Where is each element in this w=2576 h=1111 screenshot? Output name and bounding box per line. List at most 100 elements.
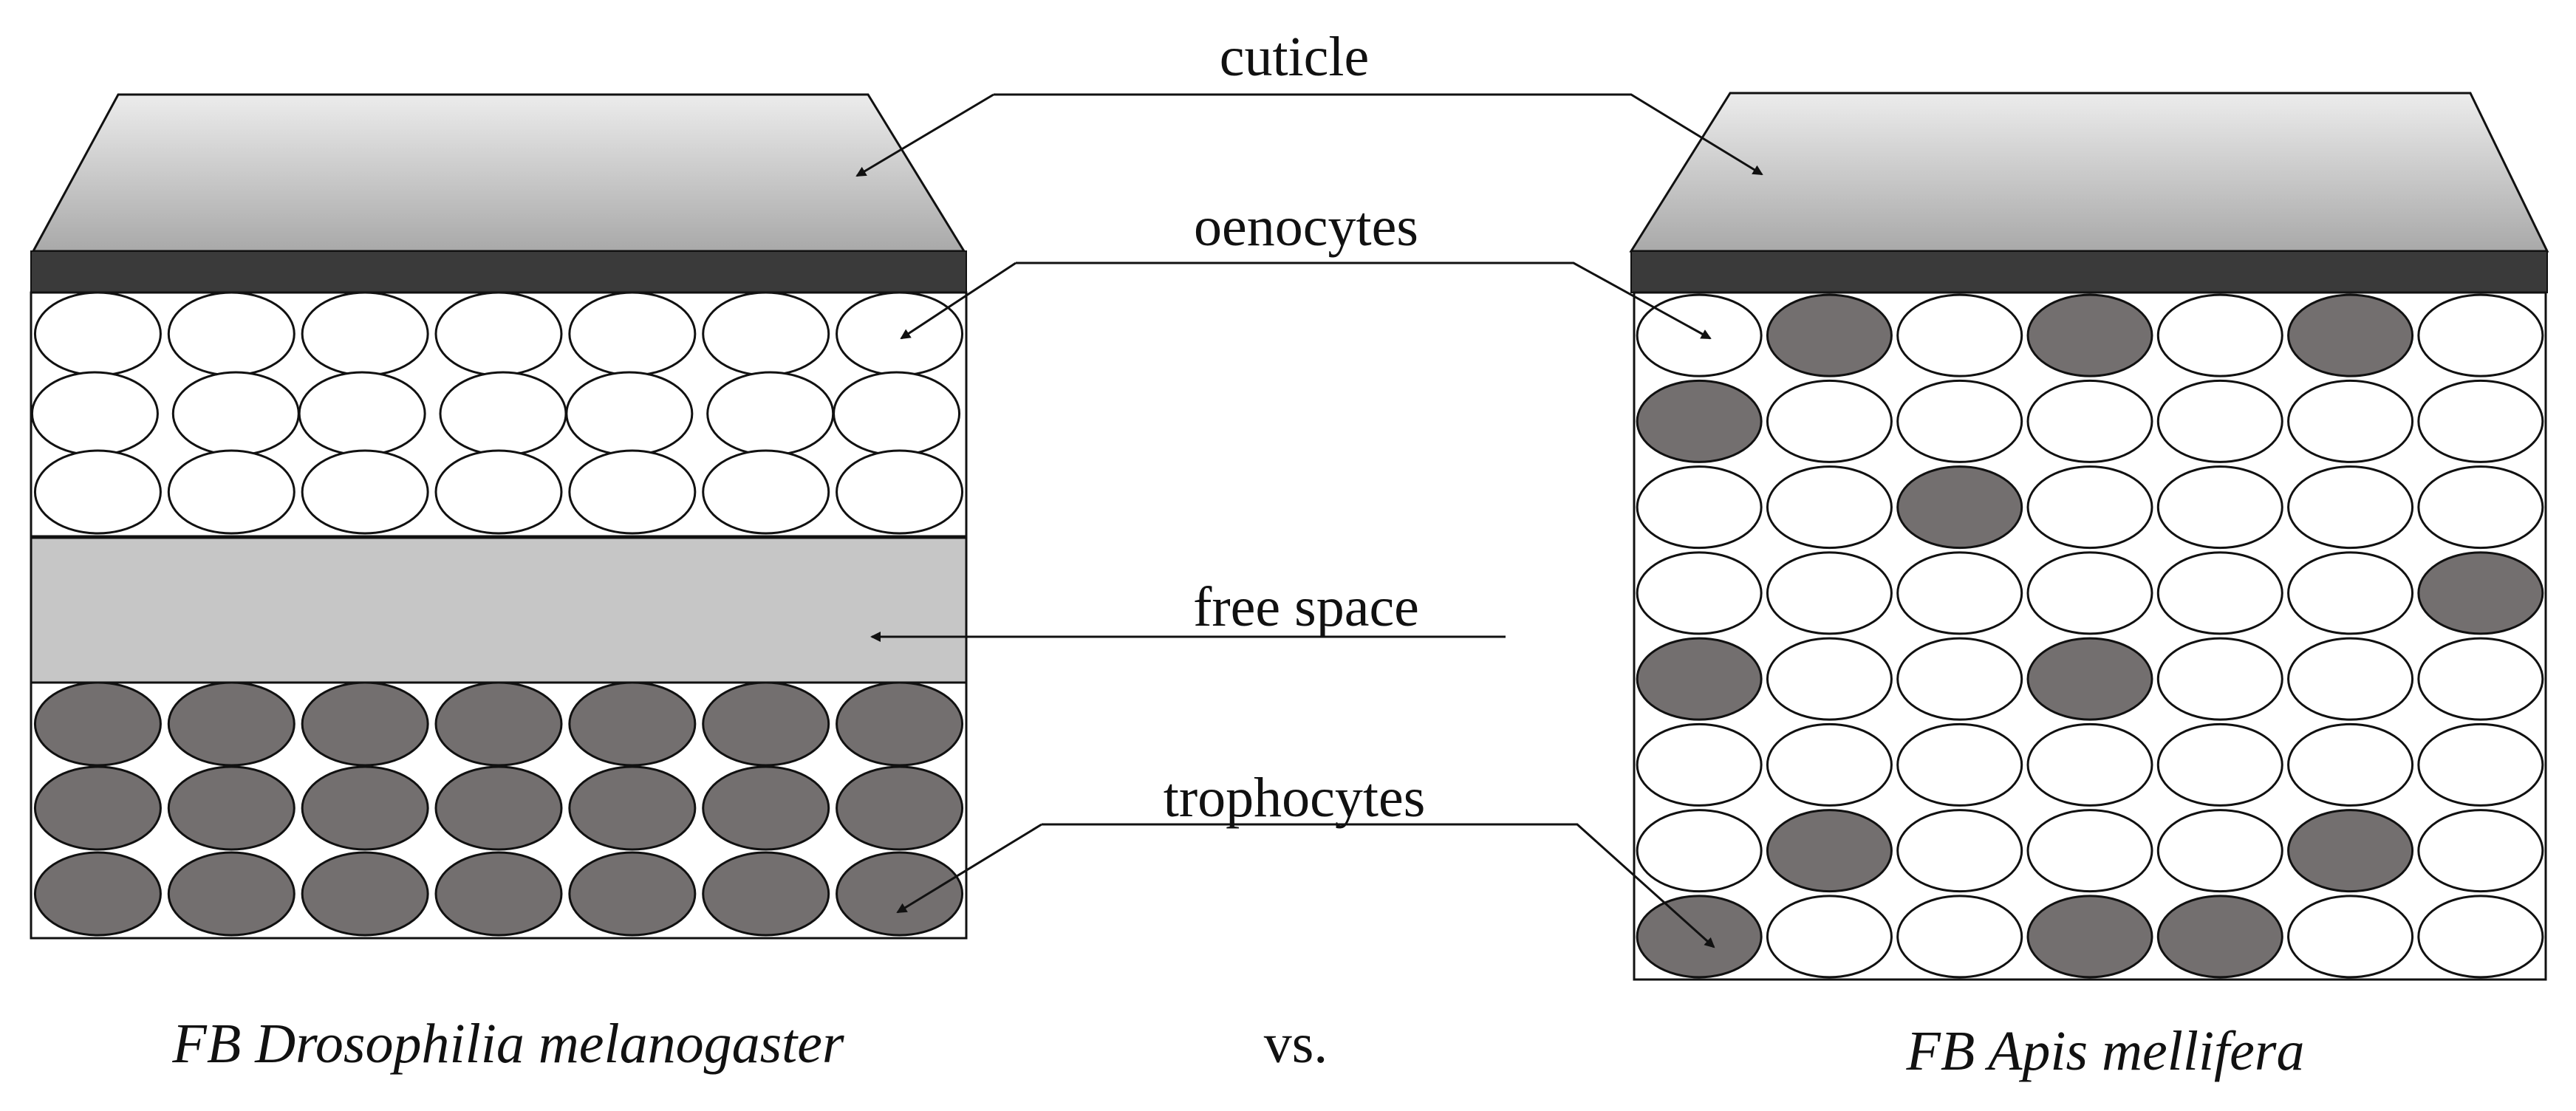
- oenocyte-cell: [706, 371, 835, 457]
- drosophila-trophocyte-cells: [33, 681, 964, 937]
- trophocytes-arrow-right: [1042, 823, 1715, 948]
- trophocyte-cell: [434, 681, 563, 767]
- oenocyte-cell: [439, 371, 567, 457]
- oenocyte-cell: [568, 291, 697, 377]
- trophocyte-cell: [1766, 293, 1893, 377]
- trophocyte-cell: [836, 851, 964, 937]
- oenocyte-cell: [1766, 637, 1893, 721]
- oenocyte-cell: [298, 371, 426, 457]
- trophocytes-arrow-left: [896, 823, 1042, 914]
- trophocyte-cell: [301, 681, 429, 767]
- drosophila-cuticle: [31, 93, 966, 253]
- oenocyte-cell: [1766, 551, 1893, 635]
- trophocyte-cell: [2417, 551, 2544, 635]
- oenocyte-cell: [2417, 379, 2544, 463]
- oenocytes-arrow-left: [900, 261, 1017, 340]
- trophocyte-cell: [702, 681, 830, 767]
- trophocyte-cell: [167, 851, 295, 937]
- oenocyte-cell: [2156, 551, 2283, 635]
- oenocyte-cell: [2156, 465, 2283, 550]
- oenocyte-cell: [2287, 465, 2414, 550]
- trophocyte-cell: [568, 765, 697, 851]
- oenocyte-cell: [30, 371, 159, 457]
- oenocyte-cell: [568, 449, 697, 535]
- oenocyte-cell: [702, 291, 830, 377]
- oenocyte-cell: [1896, 895, 2023, 979]
- trophocyte-cell: [2287, 809, 2414, 893]
- oenocyte-cell: [1636, 465, 1763, 550]
- oenocyte-cell: [434, 291, 563, 377]
- oenocyte-cell: [434, 449, 563, 535]
- label-trophocytes: trophocytes: [1164, 767, 1426, 829]
- trophocyte-cell: [2287, 293, 2414, 377]
- oenocyte-cell: [2287, 895, 2414, 979]
- trophocyte-cell: [1896, 465, 2023, 550]
- oenocyte-cell: [1896, 637, 2023, 721]
- oenocyte-cell: [2417, 809, 2544, 893]
- caption-drosophila: FB Drosophilia melanogaster: [171, 1013, 844, 1075]
- trophocyte-cell: [301, 851, 429, 937]
- trophocyte-cell: [836, 765, 964, 851]
- oenocyte-cell: [2026, 722, 2153, 807]
- trophocyte-cell: [2156, 895, 2283, 979]
- oenocyte-cell: [1636, 551, 1763, 635]
- oenocyte-cell: [2417, 895, 2544, 979]
- oenocyte-cell: [2156, 637, 2283, 721]
- trophocyte-cell: [836, 681, 964, 767]
- oenocyte-cell: [1896, 293, 2023, 377]
- trophocyte-cell: [1636, 637, 1763, 721]
- oenocyte-cell: [2026, 809, 2153, 893]
- apis-membrane: [1630, 250, 2548, 293]
- oenocyte-cell: [1636, 809, 1763, 893]
- trophocyte-cell: [33, 765, 162, 851]
- oenocyte-cell: [167, 291, 295, 377]
- drosophila-oenocyte-cells: [30, 291, 964, 535]
- oenocyte-cell: [2417, 465, 2544, 550]
- oenocyte-cell: [301, 291, 429, 377]
- oenocyte-cell: [2026, 465, 2153, 550]
- trophocyte-cell: [167, 681, 295, 767]
- oenocyte-cell: [1636, 722, 1763, 807]
- oenocyte-cell: [1896, 551, 2023, 635]
- drosophila-fat-body: [30, 93, 968, 940]
- oenocyte-cell: [2417, 293, 2544, 377]
- oenocyte-cell: [2287, 722, 2414, 807]
- trophocyte-cell: [1636, 379, 1763, 463]
- oenocyte-cell: [33, 291, 162, 377]
- oenocyte-cell: [702, 449, 830, 535]
- oenocyte-cell: [2156, 809, 2283, 893]
- trophocyte-cell: [434, 765, 563, 851]
- caption-apis: FB Apis mellifera: [1906, 1020, 2305, 1082]
- oenocyte-cell: [2287, 637, 2414, 721]
- drosophila-free-space: [30, 536, 968, 684]
- oenocyte-cell: [2156, 293, 2283, 377]
- cuticle-arrow-left: [855, 93, 994, 177]
- trophocyte-cell: [33, 681, 162, 767]
- trophocyte-cell: [702, 851, 830, 937]
- oenocyte-cell: [2287, 379, 2414, 463]
- oenocyte-cell: [1896, 379, 2023, 463]
- oenocyte-cell: [1766, 379, 1893, 463]
- cuticle-arrow-right: [994, 93, 1763, 176]
- oenocyte-cell: [1766, 722, 1893, 807]
- apis-fat-body: [1629, 92, 2549, 981]
- oenocyte-cell: [2417, 637, 2544, 721]
- label-cuticle: cuticle: [1220, 26, 1370, 88]
- oenocyte-cell: [565, 371, 694, 457]
- oenocyte-cell: [836, 449, 964, 535]
- oenocyte-cell: [2026, 551, 2153, 635]
- trophocyte-cell: [167, 765, 295, 851]
- oenocyte-cell: [167, 449, 295, 535]
- oenocyte-cell: [171, 371, 300, 457]
- trophocyte-cell: [702, 765, 830, 851]
- trophocyte-cell: [1766, 809, 1893, 893]
- oenocyte-cell: [836, 291, 964, 377]
- oenocyte-cell: [1766, 465, 1893, 550]
- apis-cells: [1636, 293, 2544, 979]
- trophocyte-cell: [2026, 637, 2153, 721]
- oenocyte-cell: [1896, 809, 2023, 893]
- drosophila-membrane: [30, 250, 967, 293]
- trophocyte-cell: [2026, 293, 2153, 377]
- trophocyte-cell: [434, 851, 563, 937]
